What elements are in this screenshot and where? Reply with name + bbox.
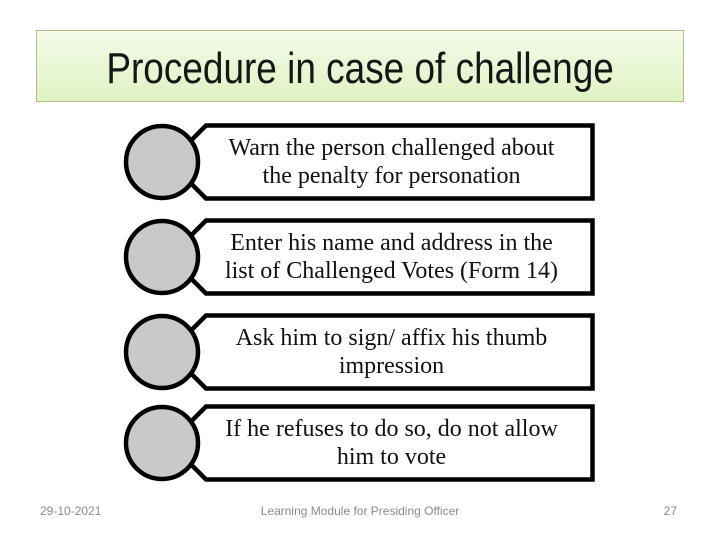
step-shape	[123, 218, 595, 296]
slide-title: Procedure in case of challenge	[106, 43, 614, 93]
step-text-line: Enter his name and address in the	[230, 230, 553, 256]
step-shape	[123, 123, 595, 201]
slide-footer: 29-10-2021 Learning Module for Presiding…	[0, 504, 720, 524]
step-text: Enter his name and address in the list o…	[198, 218, 585, 296]
footer-title: Learning Module for Presiding Officer	[260, 504, 460, 518]
process-step-3: Ask him to sign/ affix his thumb impress…	[120, 313, 600, 391]
step-text-line: Warn the person challenged about	[228, 135, 555, 161]
step-text-line: him to vote	[336, 444, 447, 470]
step-text-line: If he refuses to do so, do not allow	[225, 416, 558, 442]
step-text: Ask him to sign/ affix his thumb impress…	[198, 313, 585, 391]
process-step-4: If he refuses to do so, do not allow him…	[120, 404, 600, 482]
step-text-line: list of Challenged Votes (Form 14)	[224, 258, 559, 284]
step-text: If he refuses to do so, do not allow him…	[198, 404, 585, 482]
footer-date: 29-10-2021	[40, 504, 102, 518]
bullet-circle-icon	[123, 218, 201, 296]
step-shape	[123, 404, 595, 482]
bullet-circle-icon	[123, 313, 201, 391]
step-text-line: Ask him to sign/ affix his thumb	[235, 325, 548, 351]
process-step-1: Warn the person challenged about the pen…	[120, 123, 600, 201]
bullet-circle-icon	[123, 404, 201, 482]
bullet-circle-icon	[123, 123, 201, 201]
page-number: 27	[663, 504, 677, 518]
step-text-line: the penalty for personation	[262, 163, 521, 189]
step-text-line: impression	[338, 353, 445, 379]
process-step-2: Enter his name and address in the list o…	[120, 218, 600, 296]
slide-title-banner: Procedure in case of challenge	[36, 30, 684, 102]
step-shape	[123, 313, 595, 391]
step-text: Warn the person challenged about the pen…	[198, 123, 585, 201]
